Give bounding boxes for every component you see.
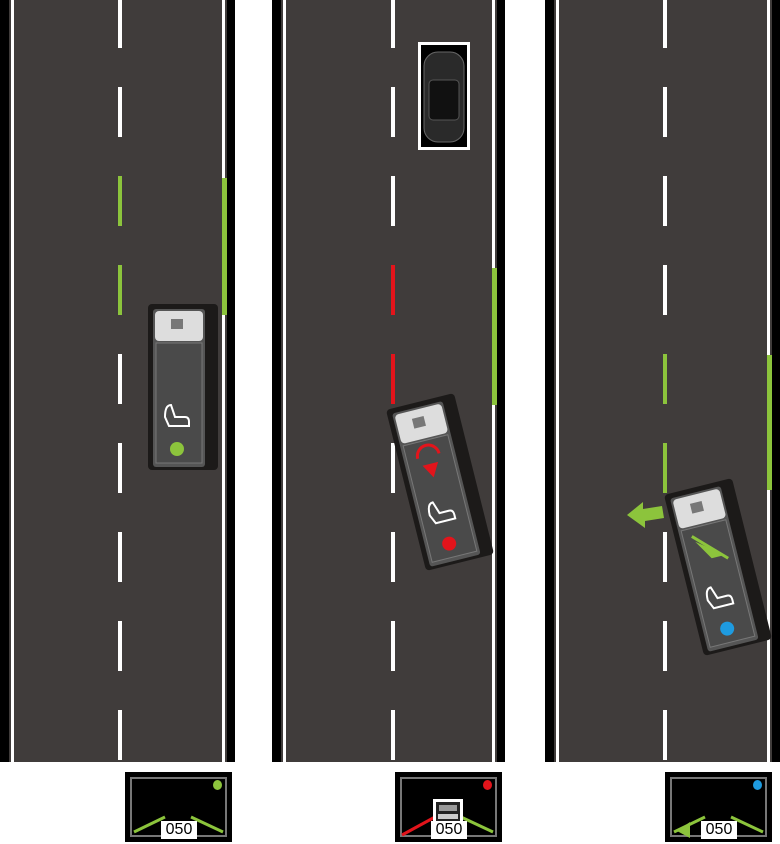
speed-readout: 050 <box>701 821 737 839</box>
dashboard-display-3: 050 <box>665 772 772 842</box>
status-indicator <box>213 780 222 790</box>
seat-icon <box>427 501 457 525</box>
road-2 <box>272 0 505 762</box>
lane-dash <box>391 710 395 760</box>
lane-dash <box>118 621 122 671</box>
lane-dash <box>391 443 395 493</box>
seat-icon <box>705 586 735 610</box>
car-ahead <box>418 42 470 150</box>
lane-dash <box>118 443 122 493</box>
lane-dash <box>118 87 122 137</box>
lane-dash <box>663 0 667 48</box>
lane-dash <box>663 176 667 226</box>
lane-dash <box>391 87 395 137</box>
truck <box>386 393 494 571</box>
steer-left-arrow-icon <box>627 502 664 528</box>
truck <box>664 478 772 656</box>
road-3 <box>545 0 780 762</box>
lane-dash <box>118 710 122 760</box>
lane-assist-icon <box>695 541 726 559</box>
truck <box>148 304 218 470</box>
status-light <box>720 621 735 636</box>
lane-dash <box>118 265 122 315</box>
road-scenes <box>0 0 780 762</box>
lane-dash <box>391 354 395 404</box>
lane-dash <box>391 0 395 48</box>
speed-readout: 050 <box>431 821 467 839</box>
lane-dash <box>391 621 395 671</box>
status-indicator <box>483 780 492 790</box>
road-1 <box>0 0 235 762</box>
dashboard-display-1: 050 <box>125 772 232 842</box>
status-light <box>170 442 184 456</box>
lane-dash <box>663 265 667 315</box>
status-indicator <box>753 780 762 790</box>
steer-left-arrow-icon <box>677 822 690 838</box>
lane-dash <box>118 532 122 582</box>
lane-dash <box>663 621 667 671</box>
right-lane-marker <box>222 178 227 315</box>
lane-dash <box>118 0 122 48</box>
status-light <box>442 536 457 551</box>
lane-dash <box>391 265 395 315</box>
warning-icon <box>415 443 441 460</box>
lane-dash <box>663 354 667 404</box>
lane-dash <box>663 87 667 137</box>
lane-dash <box>118 354 122 404</box>
lane-dash <box>391 532 395 582</box>
lane-dash <box>391 176 395 226</box>
dashboard-display-2: 050 <box>395 772 502 842</box>
lane-dash <box>663 532 667 582</box>
right-lane-marker <box>492 268 497 405</box>
speed-readout: 050 <box>161 821 197 839</box>
seat-icon <box>163 403 190 427</box>
right-lane-marker <box>767 355 772 490</box>
lane-dash <box>663 443 667 493</box>
lane-dash <box>663 710 667 760</box>
lane-dash <box>118 176 122 226</box>
